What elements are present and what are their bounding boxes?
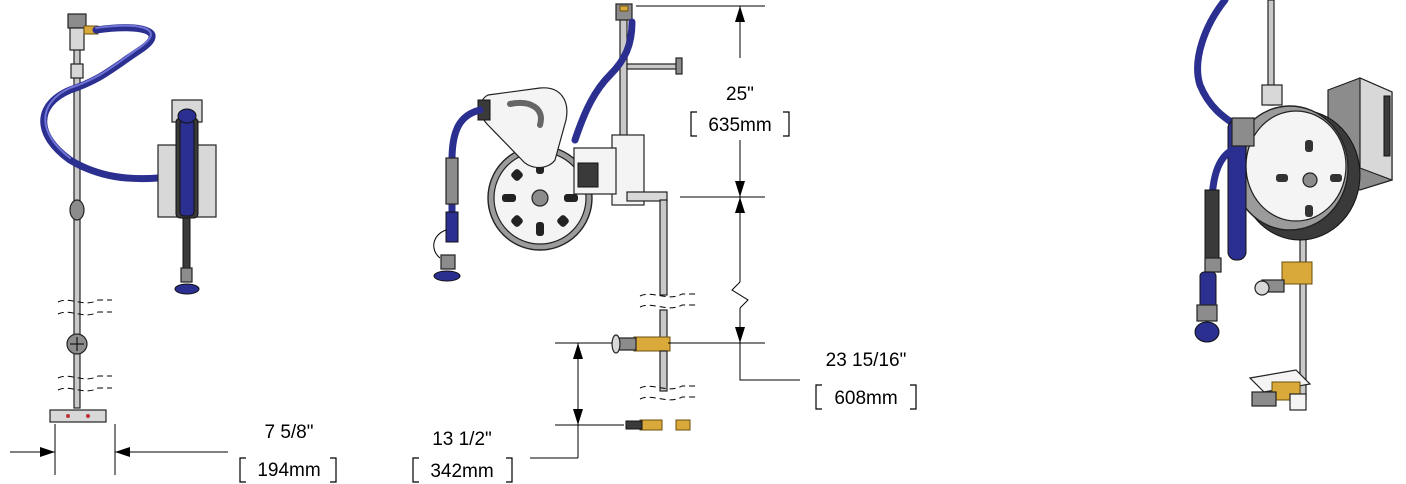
lower-height-arrow-bottom [735, 327, 745, 343]
side-view-lower-valve-handle [70, 337, 84, 351]
front-view-mid-valve-body [633, 336, 671, 352]
front-view-side-arm-cap [675, 57, 683, 75]
front-view-bottom-valve-body [639, 419, 663, 431]
width-arrow-right [115, 447, 130, 457]
width-metric-label: 194mm [257, 460, 320, 481]
front-view-bottom-valve-stem [625, 420, 643, 430]
lower-height-dimension: 23 15/16" 608mm [668, 197, 917, 410]
spacing-bracket-right [506, 457, 513, 483]
top-height-dimension: 25" 635mm [636, 5, 790, 198]
spacing-arrow-top [573, 343, 583, 359]
side-view-spray-valve [180, 267, 193, 283]
width-imperial-label: 7 5/8" [264, 422, 313, 443]
side-view-reel-hub [177, 108, 197, 124]
lower-height-metric-label: 608mm [834, 388, 897, 409]
side-view-hose [40, 24, 162, 183]
iso-view-reel-guide [1231, 117, 1255, 147]
iso-view-spray-handle [1199, 271, 1217, 311]
iso-view-bottom-valve-stem [1251, 391, 1277, 407]
front-view-mid-valve-handle [611, 334, 621, 354]
side-view-spray-head [174, 283, 200, 295]
side-view-spray-hose [182, 217, 191, 269]
top-height-bracket-right [783, 111, 790, 137]
iso-view-spray-head [1194, 321, 1220, 343]
spacing-arrow-bottom [573, 409, 583, 425]
front-view-spray-sleeve [445, 157, 459, 205]
front-view-lower-pipe [659, 199, 668, 296]
front-view-reel-guide-arm [479, 87, 568, 169]
front-view-elbow [626, 191, 668, 202]
width-dimension: 7 5/8" 194mm [10, 422, 337, 483]
valve-spacing-dimension: 13 1/2" 342mm [412, 342, 624, 483]
side-view [40, 13, 217, 423]
isometric-view [1194, 0, 1393, 411]
lower-height-bracket-left [815, 384, 822, 410]
width-bracket-left [239, 457, 246, 483]
side-view-coupling [70, 63, 84, 79]
top-height-bracket-left [690, 111, 697, 137]
side-view-break-bottom-b [57, 387, 112, 392]
front-view-top-fitting [619, 5, 629, 12]
top-height-arrow-bottom [735, 181, 745, 197]
iso-view-reel-disc [1245, 110, 1347, 222]
iso-view-reel-hub [1302, 172, 1318, 188]
side-view-middle-valve [69, 199, 85, 221]
front-view-spray-handle [445, 211, 459, 243]
side-view-break-bottom-a [57, 375, 112, 380]
spacing-metric-label: 342mm [430, 461, 493, 482]
width-arrow-left [40, 447, 55, 457]
front-view [433, 3, 696, 431]
side-view-bottom-fixture [49, 409, 107, 423]
side-view-hose-highlight [44, 24, 152, 159]
front-view-side-arm [626, 63, 680, 70]
iso-view-spray-valve [1204, 257, 1222, 273]
front-view-bottom-fitting [675, 419, 691, 431]
front-view-spray-head [433, 270, 461, 282]
width-bracket-right [330, 457, 337, 483]
front-view-break-bottom-a [639, 385, 696, 390]
front-view-ratchet [577, 162, 599, 188]
side-view-bottom-fixture-marker [86, 414, 90, 418]
iso-view-mid-valve-handle [1254, 280, 1270, 296]
lower-height-leader [739, 343, 800, 381]
front-view-spray-trigger [433, 229, 447, 259]
lower-height-break-symbol [731, 281, 749, 309]
lower-height-arrow-top [735, 197, 745, 213]
iso-view-feed-hose [1194, 0, 1244, 132]
front-view-lower-pipe-2 [659, 350, 668, 392]
iso-view-reel-slots [1276, 140, 1342, 217]
top-height-metric-label: 635mm [708, 115, 771, 136]
front-view-feed-hose [571, 18, 636, 144]
front-view-break-top-a [639, 293, 696, 298]
front-view-reel-hub [531, 189, 549, 207]
side-view-break-top-a [57, 299, 112, 304]
side-view-top-valve [69, 27, 85, 51]
side-view-bottom-fixture-marker [66, 414, 70, 418]
iso-view-spray-sleeve [1204, 189, 1220, 261]
iso-view-bracket-edge [1383, 95, 1391, 157]
iso-view-spray-nozzle [1196, 304, 1218, 322]
front-view-guide-slot [507, 100, 544, 128]
side-view-reel-hose-coil [179, 119, 195, 217]
front-view-spray-valve [440, 254, 456, 270]
spacing-bracket-left [412, 457, 419, 483]
iso-view-mid-valve-body [1281, 261, 1313, 285]
front-view-reel-slots [502, 160, 578, 236]
iso-view-top-coupling [1261, 84, 1283, 106]
lower-height-bracket-right [910, 384, 917, 410]
top-height-imperial-label: 25" [726, 84, 754, 105]
iso-view-bottom-outlet [1289, 393, 1307, 411]
front-view-break-bottom-b [639, 396, 696, 401]
lower-height-imperial-label: 23 15/16" [826, 350, 907, 371]
spacing-imperial-label: 13 1/2" [432, 429, 492, 450]
front-view-break-top-b [639, 304, 696, 309]
side-view-break-top-b [57, 311, 112, 316]
top-height-arrow-top [735, 6, 745, 22]
front-view-mid-valve-stem [617, 337, 637, 351]
side-view-top-cap [67, 13, 87, 29]
